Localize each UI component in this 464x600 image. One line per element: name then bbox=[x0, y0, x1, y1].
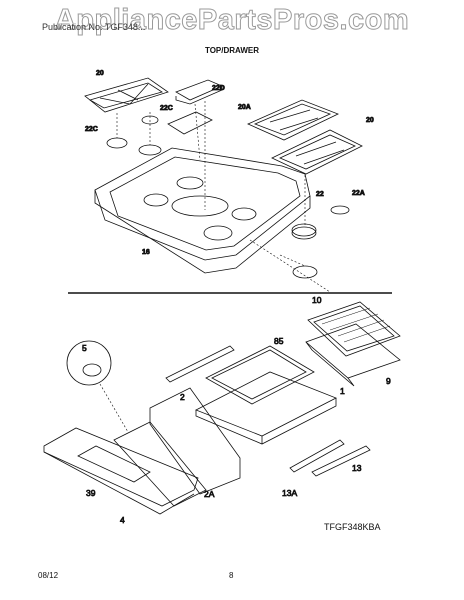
model-code: TFGF348KBA bbox=[324, 522, 381, 532]
callout-39: 39 bbox=[86, 488, 96, 498]
watermark-text: AppliancePartsPros.com bbox=[54, 4, 410, 37]
callout-22d: 22D bbox=[212, 85, 225, 92]
callout-13: 13 bbox=[352, 463, 362, 473]
callout-2a: 2A bbox=[204, 489, 215, 499]
callout-22: 22 bbox=[316, 191, 324, 198]
callout-22c-lower: 22C bbox=[85, 126, 98, 133]
callout-10: 10 bbox=[312, 295, 322, 305]
cooktop-assembly bbox=[84, 77, 363, 293]
callout-20-left: 20 bbox=[96, 70, 104, 77]
header-note: Publication No. TGF348... bbox=[42, 22, 146, 32]
drawer-assembly bbox=[43, 301, 401, 515]
callout-16: 16 bbox=[142, 249, 150, 256]
section-title: TOP/DRAWER bbox=[204, 46, 260, 55]
callout-9: 9 bbox=[386, 376, 391, 386]
callout-1: 1 bbox=[340, 386, 345, 396]
callout-2: 2 bbox=[180, 392, 185, 402]
callout-20a: 20A bbox=[238, 104, 251, 111]
footer-page-number: 8 bbox=[229, 571, 234, 580]
callout-22c-upper: 22C bbox=[160, 105, 173, 112]
footer-date: 08/12 bbox=[38, 571, 59, 580]
callout-20-right: 20 bbox=[366, 117, 374, 124]
callout-4: 4 bbox=[120, 515, 125, 525]
callout-5: 5 bbox=[82, 343, 87, 353]
callout-22a: 22A bbox=[352, 190, 365, 197]
callout-85: 85 bbox=[274, 336, 284, 346]
callout-13a: 13A bbox=[282, 488, 297, 498]
